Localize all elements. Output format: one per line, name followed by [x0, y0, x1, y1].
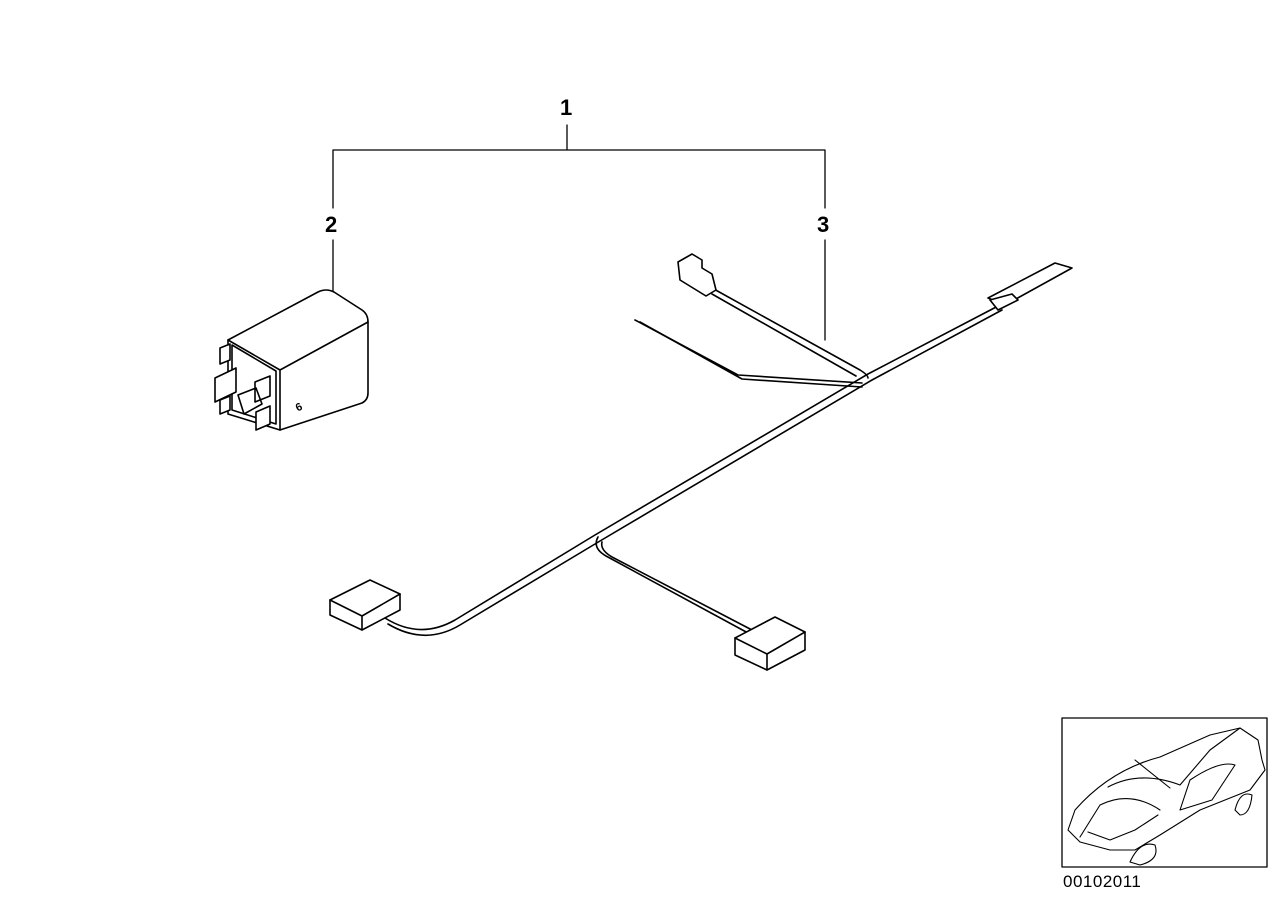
connector-right — [734, 616, 806, 671]
callout-3: 3 — [817, 212, 830, 237]
vehicle-inset — [1061, 717, 1268, 868]
callout-2: 2 — [325, 212, 338, 237]
relay: 6 — [214, 289, 369, 431]
callout-1: 1 — [560, 95, 573, 120]
wiring-harness — [329, 253, 1073, 671]
relay-marking: 6 — [294, 401, 305, 414]
diagram-reference-number: 00102011 — [1063, 872, 1142, 891]
connector-top — [677, 253, 717, 297]
leader-lines — [332, 124, 826, 341]
connector-left — [329, 579, 401, 631]
